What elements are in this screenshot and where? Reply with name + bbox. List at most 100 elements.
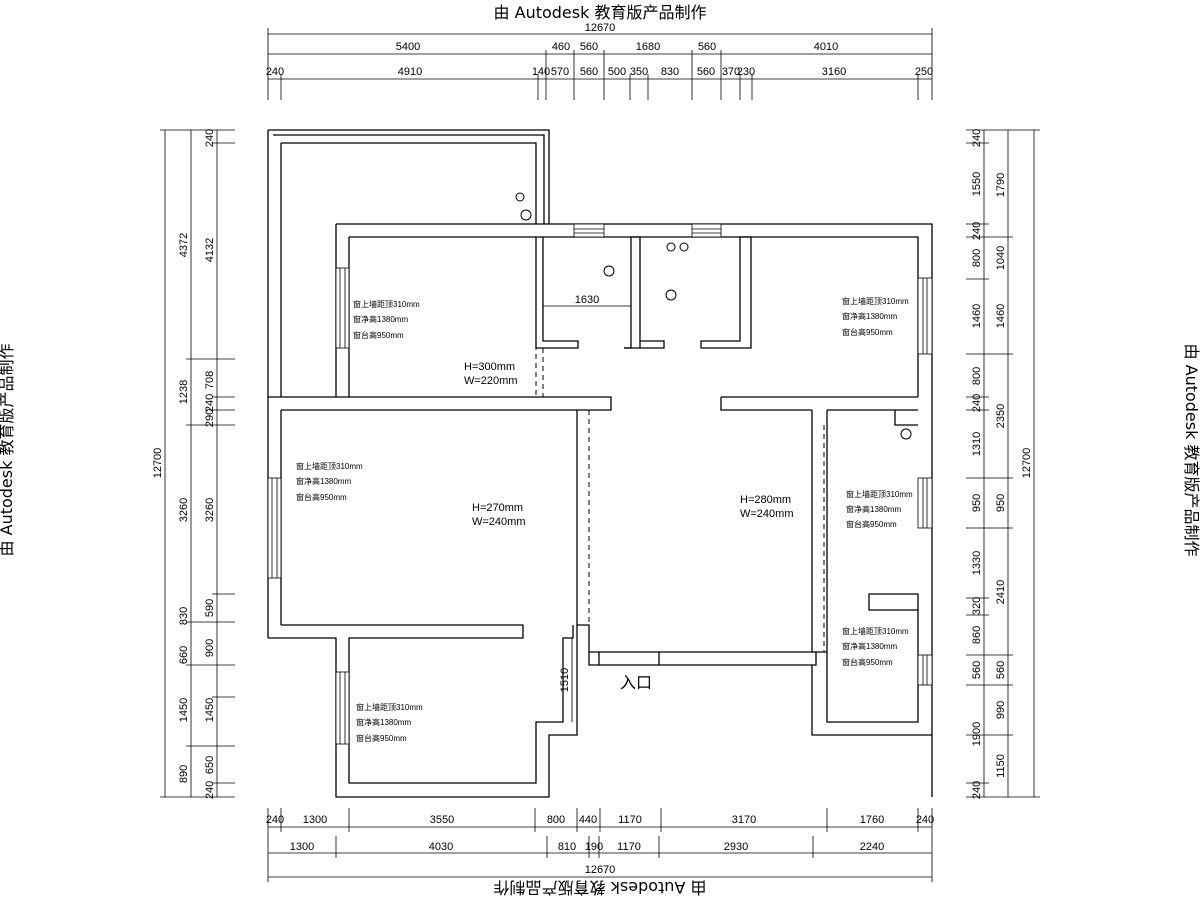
dim-label: 560 xyxy=(697,66,715,78)
dim-left-total: 12700 xyxy=(152,448,164,479)
note-text: 窗净高1380mm xyxy=(356,717,411,727)
room-note-right-middle: 窗上墙距顶310mm 窗净高1380mm 窗台高950mm xyxy=(846,489,913,529)
dim-label: 4010 xyxy=(814,41,838,53)
room-note-bottom-left: 窗上墙距顶310mm 窗净高1380mm 窗台高950mm xyxy=(356,702,423,743)
dim-label: 5400 xyxy=(396,41,420,53)
note-text: 窗台高950mm xyxy=(842,327,893,337)
dim-label: 250 xyxy=(915,66,933,78)
dim-label: 240 xyxy=(971,781,983,799)
note-text: 窗上墙距顶310mm xyxy=(296,461,363,471)
dim-label: 810 xyxy=(558,841,576,853)
watermark-right: 由 Autodesk 教育版产品制作 xyxy=(1182,344,1200,557)
dim-label: 660 xyxy=(178,646,190,664)
dim-label: 240 xyxy=(266,814,284,826)
dim-label: 950 xyxy=(971,494,983,512)
dim-label: 708 xyxy=(204,371,216,389)
note-text: 窗净高1380mm xyxy=(296,476,351,486)
top-dimensions: 12670 5400 460 560 1680 560 4010 240 491… xyxy=(266,22,933,100)
dim-label: 1300 xyxy=(290,841,314,853)
dim-label: 350 xyxy=(630,66,648,78)
entry-wall-dimension: 1510 xyxy=(559,638,573,722)
dim-label: 1450 xyxy=(204,698,216,722)
dim-label: 2350 xyxy=(995,404,1007,428)
walls xyxy=(267,129,933,798)
opening-height: H=280mm xyxy=(740,494,791,506)
dim-label: 800 xyxy=(971,249,983,267)
dim-label: 3260 xyxy=(204,498,216,522)
dim-label: 2410 xyxy=(995,580,1007,604)
watermark-bottom: 由 Autodesk 教育版产品制作 xyxy=(494,878,707,897)
note-text: 窗上墙距顶310mm xyxy=(842,296,909,306)
dim-label: 1510 xyxy=(559,668,571,692)
watermark-top: 由 Autodesk 教育版产品制作 xyxy=(494,3,707,22)
dim-label: 1460 xyxy=(971,304,983,328)
dim-label: 560 xyxy=(580,41,598,53)
dim-label: 240 xyxy=(204,781,216,799)
dim-label: 1170 xyxy=(618,814,642,826)
dim-label: 4910 xyxy=(398,66,422,78)
dim-label: 590 xyxy=(204,599,216,617)
pipe-icon xyxy=(679,242,689,252)
note-text: 窗净高1380mm xyxy=(353,314,408,324)
dim-label: 1170 xyxy=(617,841,641,853)
opening-size-left: H=270mm W=240mm xyxy=(472,502,526,528)
dim-label: 1790 xyxy=(995,173,1007,197)
watermark-left: 由 Autodesk 教育版产品制作 xyxy=(0,344,16,557)
dim-label: 3170 xyxy=(732,814,756,826)
opening-size-top: H=300mm W=220mm xyxy=(464,361,518,387)
dim-label: 1238 xyxy=(178,380,190,404)
dim-label: 650 xyxy=(204,756,216,774)
dim-label: 560 xyxy=(698,41,716,53)
dim-label: 4132 xyxy=(204,238,216,262)
dim-label: 4372 xyxy=(178,233,190,257)
dim-label: 990 xyxy=(995,701,1007,719)
dim-label: 320 xyxy=(971,597,983,615)
dim-label: 240 xyxy=(204,394,216,412)
dim-bottom-total: 12670 xyxy=(585,864,616,876)
dim-label: 800 xyxy=(971,367,983,385)
dim-label: 3260 xyxy=(178,498,190,522)
room-note-top-right: 窗上墙距顶310mm 窗净高1380mm 窗台高950mm xyxy=(842,296,909,337)
dim-label: 860 xyxy=(971,626,983,644)
pipe-circles xyxy=(515,192,912,440)
opening-height: H=300mm xyxy=(464,361,515,373)
dim-label: 890 xyxy=(178,765,190,783)
note-text: 窗上墙距顶310mm xyxy=(842,626,909,636)
dim-label: 460 xyxy=(552,41,570,53)
room-note-living: 窗上墙距顶310mm 窗净高1380mm 窗台高950mm xyxy=(296,461,363,502)
note-text: 窗净高1380mm xyxy=(842,641,897,651)
dim-label: 500 xyxy=(608,66,626,78)
dim-label: 440 xyxy=(579,814,597,826)
dim-label: 240 xyxy=(916,814,934,826)
note-text: 窗台高950mm xyxy=(296,492,347,502)
dim-label: 1150 xyxy=(995,754,1007,778)
right-dimensions: 12700 240 1550 240 800 1460 800 240 1310… xyxy=(966,129,1040,799)
dim-label: 3550 xyxy=(430,814,454,826)
note-text: 窗台高950mm xyxy=(356,733,407,743)
dim-label: 1680 xyxy=(636,41,660,53)
dim-label: 190 xyxy=(585,841,603,853)
room-note-top-left: 窗上墙距顶310mm 窗净高1380mm 窗台高950mm xyxy=(353,299,420,340)
dim-label: 1040 xyxy=(995,246,1007,270)
left-dimensions: 12700 4372 1238 3260 830 660 1450 890 24… xyxy=(152,129,235,799)
dim-label: 800 xyxy=(547,814,565,826)
dim-label: 140 xyxy=(532,66,550,78)
dim-label: 2240 xyxy=(860,841,884,853)
dim-label: 830 xyxy=(178,607,190,625)
dim-label: 830 xyxy=(661,66,679,78)
dim-label: 560 xyxy=(580,66,598,78)
dim-label: 1300 xyxy=(303,814,327,826)
opening-width: W=240mm xyxy=(472,516,526,528)
opening-width: W=220mm xyxy=(464,375,518,387)
dim-label: 1760 xyxy=(860,814,884,826)
dim-label: 1900 xyxy=(971,722,983,746)
note-text: 窗净高1380mm xyxy=(846,504,901,514)
note-text: 窗上墙距顶310mm xyxy=(846,489,913,499)
opening-lines xyxy=(535,237,825,652)
pipe-icon xyxy=(666,242,676,252)
dim-label: 560 xyxy=(971,661,983,679)
dim-label: 1310 xyxy=(971,432,983,456)
dim-label: 240 xyxy=(971,129,983,147)
opening-width: W=240mm xyxy=(740,508,794,520)
